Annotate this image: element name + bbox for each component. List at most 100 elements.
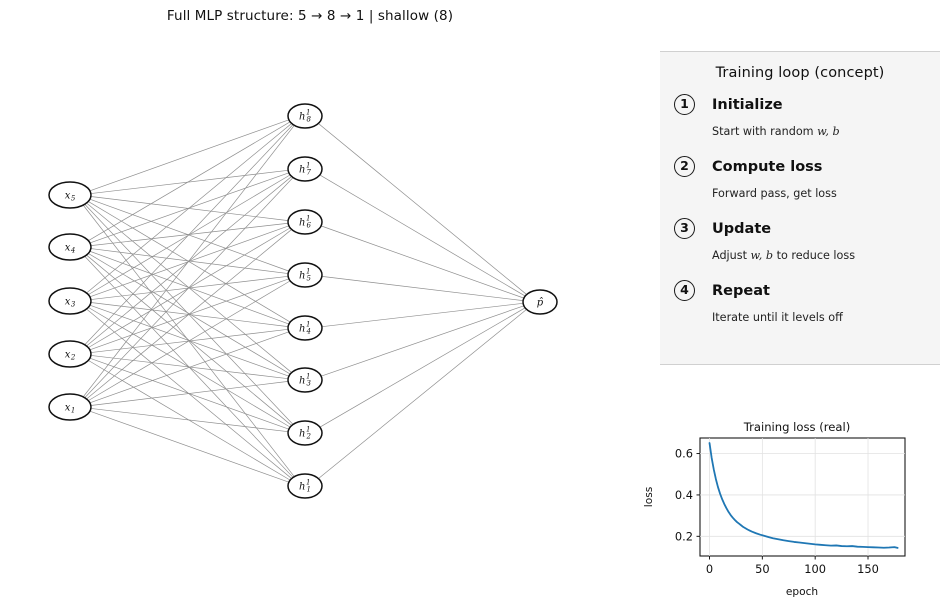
node-ellipse	[287, 209, 323, 235]
step-description: Start with random w, b	[712, 125, 940, 139]
input-node-2: x4	[48, 233, 92, 261]
node-ellipse	[522, 289, 558, 315]
node-ellipse	[48, 340, 92, 368]
network-edge	[320, 225, 525, 299]
network-edge	[86, 123, 292, 294]
node-ellipse	[287, 103, 323, 129]
step-number-badge: 4	[674, 280, 695, 301]
y-tick-label: 0.4	[675, 488, 693, 502]
step-title: Initialize	[712, 97, 783, 113]
input-node-4: x2	[48, 340, 92, 368]
step-desc-text-tail: to reduce loss	[773, 249, 856, 262]
step-description: Iterate until it levels off	[712, 311, 940, 325]
network-edge	[89, 119, 290, 192]
node-ellipse	[287, 156, 323, 182]
network-edge	[88, 280, 291, 401]
step-description: Adjust w, b to reduce loss	[712, 249, 940, 263]
node-ellipse	[48, 181, 92, 209]
network-edge	[318, 309, 527, 479]
network-edge	[321, 302, 524, 328]
node-label: p̂	[537, 297, 544, 308]
step-description: Forward pass, get loss	[712, 187, 940, 201]
step-desc-text: Forward pass, get loss	[712, 187, 837, 200]
step-number-badge: 2	[674, 156, 695, 177]
network-edge	[89, 410, 290, 483]
node-ellipse	[287, 315, 323, 341]
chart-xlabel: epoch	[786, 586, 818, 598]
network-edge	[321, 305, 524, 377]
node-ellipse	[287, 473, 323, 499]
network-edge	[90, 381, 289, 406]
step-title: Update	[712, 221, 772, 237]
x-tick-label: 0	[706, 562, 713, 576]
input-node-3: x3	[48, 287, 92, 315]
step-desc-variables: w, b	[817, 125, 840, 138]
node-label: x5	[65, 190, 76, 203]
step-title: Repeat	[712, 283, 770, 299]
network-edge	[82, 125, 295, 398]
figure-title: Full MLP structure: 5 → 8 → 1 | shallow …	[166, 8, 454, 24]
node-label: x3	[65, 296, 76, 309]
y-tick-label: 0.6	[675, 447, 693, 461]
chart-gridlines-overlay	[700, 438, 905, 556]
network-edge	[88, 121, 291, 241]
chart-title: Training loss (real)	[743, 420, 851, 434]
step-desc-text: Adjust	[712, 249, 751, 262]
x-tick-label: 150	[857, 562, 879, 576]
node-ellipse	[48, 287, 92, 315]
step-number-badge: 3	[674, 218, 695, 239]
input-node-5: x1	[48, 393, 92, 421]
network-edge	[90, 196, 289, 221]
step-desc-text: Start with random	[712, 125, 818, 138]
network-edge	[84, 124, 294, 345]
network-edge	[90, 169, 289, 194]
network-edge	[321, 276, 524, 301]
step-desc-variables: w, b	[750, 249, 774, 262]
plot-frame	[699, 437, 906, 557]
node-ellipse	[48, 393, 92, 421]
network-edge	[319, 307, 526, 428]
y-tick-label: 0.2	[675, 529, 693, 543]
network-edge	[318, 123, 527, 295]
network-edge	[84, 177, 294, 398]
training-loop-title: Training loop (concept)	[715, 65, 885, 81]
output-node-1: p̂	[522, 289, 558, 315]
x-tick-label: 50	[755, 562, 770, 576]
chart-ylabel: loss	[643, 487, 655, 507]
input-node-1: x5	[48, 181, 92, 209]
step-number-badge: 1	[674, 94, 695, 115]
node-label: x2	[65, 349, 76, 362]
network-edge	[319, 174, 526, 297]
network-edge	[90, 408, 289, 433]
network-edge	[89, 331, 290, 404]
node-ellipse	[48, 233, 92, 261]
network-edges	[82, 119, 527, 483]
node-label: x4	[65, 242, 76, 255]
